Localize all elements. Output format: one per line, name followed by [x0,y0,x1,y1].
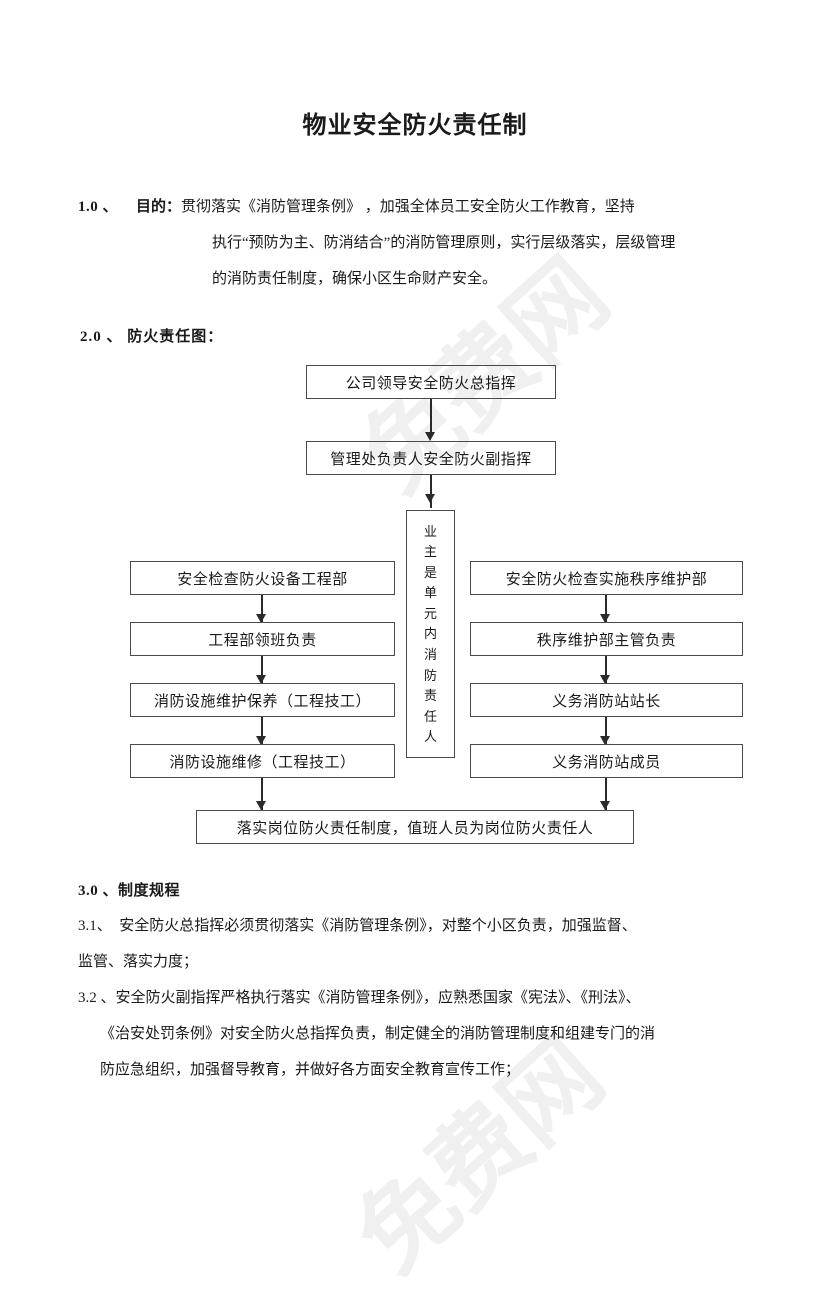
connector-line [261,656,263,684]
connector-arrow [600,736,610,745]
chart-box-right-1: 安全防火检查实施秩序维护部 [470,561,743,595]
connector-arrow [600,614,610,623]
vchar: 元 [423,605,437,621]
vchar: 人 [423,729,437,745]
connector-line [430,475,432,508]
connector-line [430,399,432,437]
section-purpose-line-1: 贯彻落实《消防管理条例》 ，加强全体员工安全防火工作教育，坚持 [181,199,635,215]
chart-box-right-3: 义务消防站站长 [470,683,743,717]
vchar: 内 [423,626,437,642]
vchar: 责 [423,688,437,704]
vchar: 主 [423,544,437,560]
page-title: 物业安全防火责任制 [302,113,528,139]
connector-arrow [256,614,266,623]
connector-line [261,595,263,623]
connector-line [605,778,607,810]
section-rules-heading: 3.0 、制度规程 [78,883,181,899]
chart-box-left-1: 安全检查防火设备工程部 [130,561,395,595]
chart-box-top: 公司领导安全防火总指挥 [306,365,556,399]
connector-arrow [256,675,266,684]
connector-arrow [600,801,610,810]
rule-3-1-line-2: 监管、落实力度； [78,954,199,970]
rule-3-2-line-1: 3.2 、安全防火副指挥严格执行落实《消防管理条例》，应熟悉国家《宪法》、《刑法… [78,990,641,1006]
document-content: 物业安全防火责任制 1.0 、 目的： 贯彻落实《消防管理条例》 ，加强全体员工… [0,0,830,1078]
connector-line [261,717,263,745]
vchar: 业 [423,523,437,539]
vchar: 单 [423,585,437,601]
vchar: 任 [423,708,437,724]
connector-line [605,656,607,684]
connector-arrow [256,736,266,745]
rule-3-2-line-3: 防应急组织，加强督导教育，并做好各方面安全教育宣传工作； [100,1062,521,1078]
section-purpose-line-2: 执行“预防为主、防消结合”的消防管理原则，实行层级落实，层级管理 [212,235,676,251]
rule-item-3-2: 3.2 、安全防火副指挥严格执行落实《消防管理条例》，应熟悉国家《宪法》、《刑法… [78,980,756,1088]
chart-box-left-2: 工程部领班负责 [130,622,395,656]
section-chart-heading: 2.0 、 防火责任图： [80,329,224,345]
connector-arrow [256,801,266,810]
rule-3-2-line-2: 《治安处罚条例》对安全防火总指挥负责，制定健全的消防管理制度和组建专门的消 [100,1026,656,1042]
section-purpose-label: 目的： [136,199,182,215]
connector-line [261,778,263,810]
connector-arrow [425,432,435,441]
connector-line [605,717,607,745]
rule-3-1-line-1: 3.1、 安全防火总指挥必须贯彻落实《消防管理条例》，对整个小区负责，加强监督、 [78,918,637,934]
chart-box-owner-vertical: 业 主 是 单 元 内 消 防 责 任 人 [406,510,455,758]
section-purpose-number: 1.0 、 [78,199,119,215]
chart-box-second: 管理处负责人安全防火副指挥 [306,441,556,475]
connector-line [605,595,607,623]
connector-arrow [425,494,435,503]
vchar: 消 [423,647,437,663]
chart-box-right-4: 义务消防站成员 [470,744,743,778]
chart-box-left-4: 消防设施维修（工程技工） [130,744,395,778]
connector-arrow [600,675,610,684]
chart-box-bottom: 落实岗位防火责任制度，值班人员为岗位防火责任人 [196,810,634,844]
vchar: 是 [423,564,437,580]
chart-box-left-3: 消防设施维护保养（工程技工） [130,683,395,717]
section-rules: 3.0 、制度规程 3.1、 安全防火总指挥必须贯彻落实《消防管理条例》，对整个… [78,874,756,1088]
section-purpose-line-3: 的消防责任制度，确保小区生命财产安全。 [212,271,498,287]
vchar: 防 [423,667,437,683]
section-purpose: 1.0 、 目的： 贯彻落实《消防管理条例》 ，加强全体员工安全防火工作教育，坚… [78,189,750,297]
section-purpose-first-line: 1.0 、 目的： 贯彻落实《消防管理条例》 ，加强全体员工安全防火工作教育，坚… [78,189,750,225]
chart-box-right-2: 秩序维护部主管负责 [470,622,743,656]
fire-responsibility-flowchart: 公司领导安全防火总指挥 管理处负责人安全防火副指挥 业 主 是 单 元 内 消 … [0,355,830,860]
rule-item-3-1: 3.1、 安全防火总指挥必须贯彻落实《消防管理条例》，对整个小区负责，加强监督、… [78,908,756,980]
